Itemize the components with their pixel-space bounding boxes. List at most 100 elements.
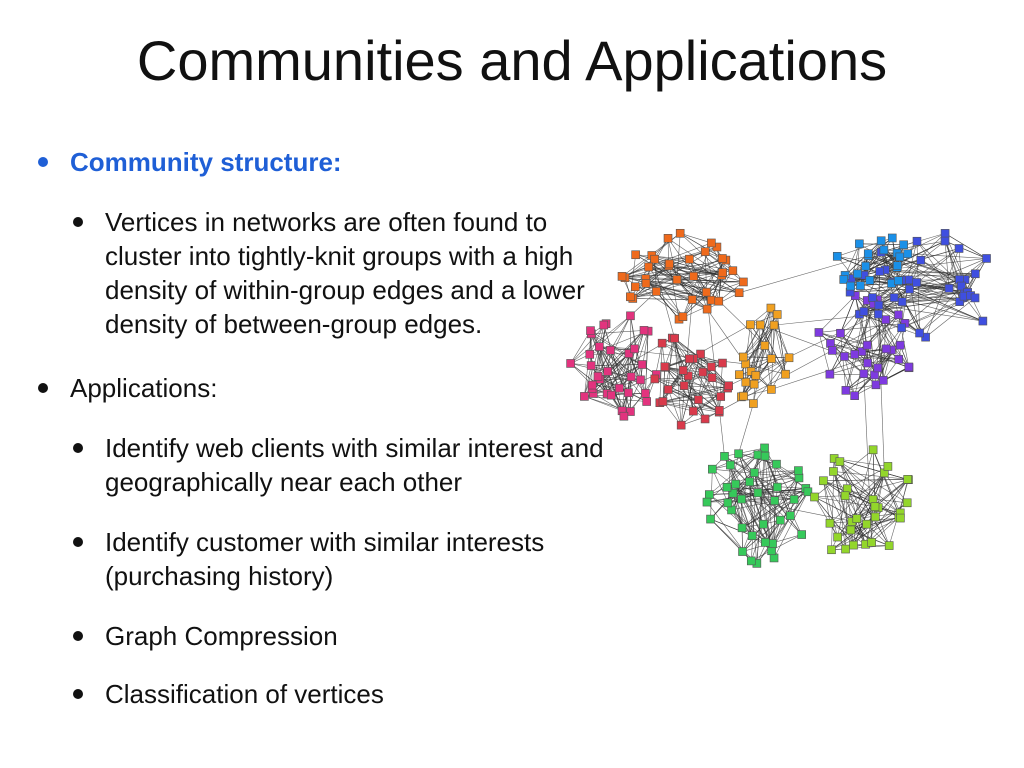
bullet-community-description: Vertices in networks are often found to … <box>73 205 625 341</box>
network-edge <box>885 319 899 360</box>
network-node <box>684 371 693 381</box>
network-node <box>679 381 689 390</box>
network-node <box>839 275 849 284</box>
network-node <box>970 293 980 303</box>
network-edge <box>645 278 684 317</box>
network-edge <box>856 479 908 519</box>
network-node <box>624 349 634 358</box>
network-node <box>696 349 705 359</box>
network-node <box>912 278 921 287</box>
network-node <box>726 460 735 470</box>
network-node <box>775 515 785 525</box>
network-node <box>606 345 615 355</box>
network-node <box>879 376 888 385</box>
network-node <box>954 244 964 253</box>
network-edge <box>674 338 685 386</box>
network-edge <box>698 366 712 400</box>
network-edge <box>834 458 908 480</box>
network-edge <box>590 330 629 393</box>
network-node <box>685 354 694 364</box>
network-edge <box>667 238 722 276</box>
network-edge <box>850 288 910 293</box>
network-nodes <box>566 228 991 568</box>
network-edge <box>845 479 909 497</box>
network-node <box>700 414 710 424</box>
network-edge <box>832 350 868 364</box>
network-node <box>644 262 653 272</box>
network-node <box>876 236 886 246</box>
network-edge <box>689 358 720 411</box>
network-node <box>739 352 748 362</box>
network-edge <box>757 454 772 551</box>
network-node <box>708 464 717 474</box>
network-edge <box>664 338 675 367</box>
network-node <box>767 354 776 363</box>
network-node <box>639 326 649 335</box>
network-node <box>982 254 991 263</box>
network-node <box>897 323 906 333</box>
network-node <box>714 296 724 306</box>
network-node <box>660 362 670 371</box>
network-node <box>760 341 770 350</box>
network-edge <box>710 518 743 552</box>
network-node <box>955 297 964 306</box>
network-node <box>879 245 889 255</box>
network-node <box>759 519 768 529</box>
network-edge <box>773 491 809 559</box>
network-edge <box>818 295 856 333</box>
network-node <box>724 381 733 391</box>
network-edge <box>745 363 786 375</box>
app-item-text: Identify web clients with similar intere… <box>105 433 604 497</box>
network-edge <box>844 243 860 276</box>
network-edge <box>750 524 764 561</box>
network-node <box>737 523 747 533</box>
network-node <box>746 556 756 566</box>
network-edge <box>754 472 773 544</box>
network-edge <box>885 258 987 271</box>
network-node <box>702 287 711 297</box>
network-node <box>586 326 595 335</box>
network-edge <box>689 259 707 293</box>
network-edge <box>664 366 720 411</box>
network-node <box>658 397 668 406</box>
network-edge <box>645 283 693 300</box>
network-edge <box>743 324 761 358</box>
network-node <box>631 250 640 260</box>
bullet-app-graph-compression: Graph Compression <box>73 619 625 653</box>
network-edge <box>864 259 921 276</box>
network-edge <box>730 454 758 466</box>
network-edge <box>901 288 950 328</box>
network-node <box>887 233 897 243</box>
network-node <box>707 238 716 248</box>
network-node <box>707 373 717 382</box>
network-node <box>734 288 744 298</box>
network-edge <box>662 401 720 411</box>
network-node <box>850 350 859 359</box>
app-item-text: Graph Compression <box>105 621 338 651</box>
network-edge <box>698 372 704 400</box>
network-edge <box>705 251 744 283</box>
network-node <box>675 228 685 238</box>
network-edge <box>754 470 799 473</box>
network-edge <box>671 337 685 386</box>
network-edge <box>814 496 876 507</box>
network-edge <box>839 461 890 546</box>
network-node <box>940 229 950 238</box>
network-node <box>772 310 782 319</box>
network-edge <box>621 330 645 411</box>
network-edge <box>760 324 878 369</box>
network-node <box>841 544 850 554</box>
network-edge <box>839 461 866 545</box>
network-edge <box>738 453 781 521</box>
network-node <box>770 496 779 505</box>
network-edge <box>648 266 684 317</box>
network-node <box>829 467 838 476</box>
network-node <box>810 492 819 502</box>
network-node <box>859 369 869 379</box>
network-edge <box>597 350 611 377</box>
network-node <box>728 488 738 498</box>
network-node <box>650 254 659 264</box>
network-node <box>586 361 596 370</box>
network-node <box>723 498 733 508</box>
network-node <box>903 249 913 259</box>
